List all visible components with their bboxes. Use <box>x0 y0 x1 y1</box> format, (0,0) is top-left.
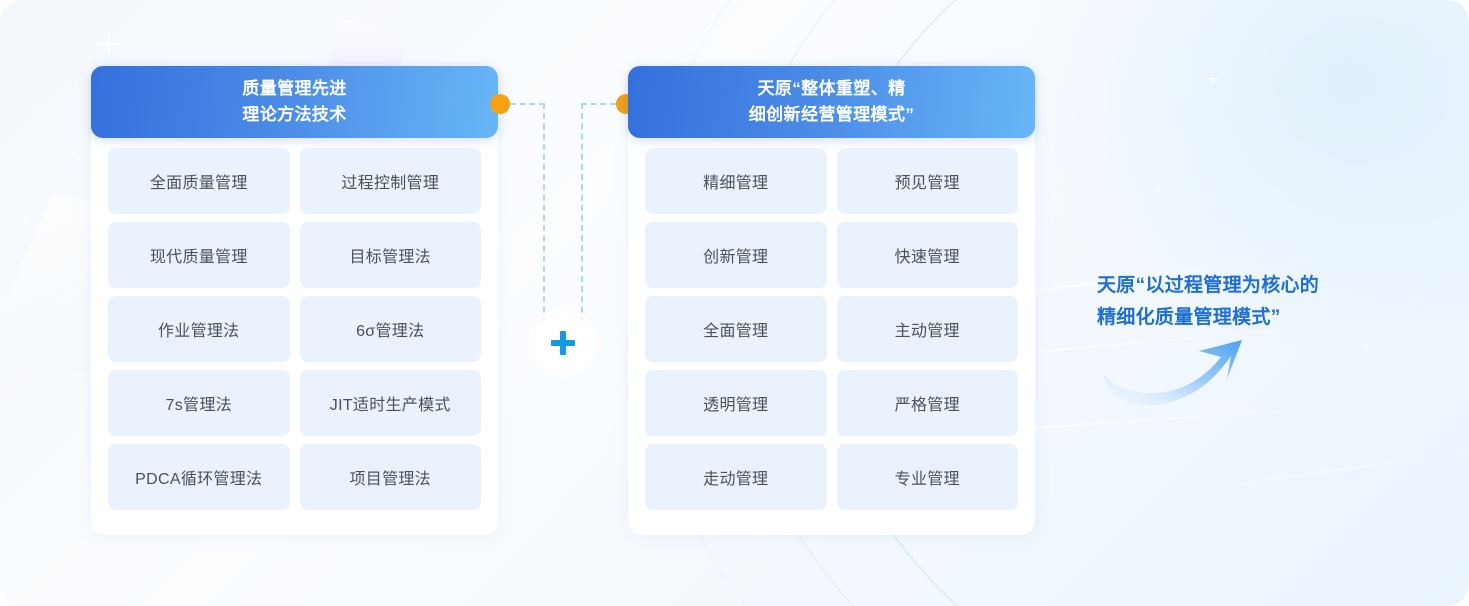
right-cell[interactable]: 快速管理 <box>836 222 1018 288</box>
left-panel: 质量管理先进 理论方法技术 全面质量管理 过程控制管理 现代质量管理 目标管理法… <box>91 66 498 535</box>
result-arrow <box>1100 332 1270 412</box>
right-cell[interactable]: 专业管理 <box>836 444 1018 510</box>
left-cell[interactable]: 6σ管理法 <box>299 296 481 362</box>
right-panel-grid: 精细管理 预见管理 创新管理 快速管理 全面管理 主动管理 透明管理 严格管理 … <box>645 148 1018 510</box>
right-cell[interactable]: 全面管理 <box>645 296 827 362</box>
left-cell[interactable]: 全面质量管理 <box>108 148 290 214</box>
connector-dash-vertical-right <box>581 103 583 343</box>
left-cell[interactable]: 过程控制管理 <box>299 148 481 214</box>
right-cell[interactable]: 走动管理 <box>645 444 827 510</box>
left-panel-header-title: 质量管理先进 理论方法技术 <box>242 79 347 124</box>
connector-dot-left <box>490 94 510 114</box>
right-cell[interactable]: 精细管理 <box>645 148 827 214</box>
curved-arrow-up-right-icon <box>1104 340 1242 406</box>
right-cell[interactable]: 预见管理 <box>836 148 1018 214</box>
left-panel-grid: 全面质量管理 过程控制管理 现代质量管理 目标管理法 作业管理法 6σ管理法 7… <box>108 148 481 510</box>
plus-icon <box>551 331 575 355</box>
background-streak <box>1181 449 1469 493</box>
connector-dash-right <box>581 103 616 105</box>
right-panel-header-title: 天原“整体重塑、精 细创新经营管理模式” <box>748 79 915 124</box>
sparkle-icon <box>20 213 32 225</box>
result-callout-text: 天原“以过程管理为核心的 精细化质量管理模式” <box>1097 275 1320 328</box>
left-cell[interactable]: 作业管理法 <box>108 296 290 362</box>
right-panel: 天原“整体重塑、精 细创新经营管理模式” 精细管理 预见管理 创新管理 快速管理… <box>628 66 1035 535</box>
right-panel-header: 天原“整体重塑、精 细创新经营管理模式” <box>628 66 1035 138</box>
sparkle-icon <box>1048 143 1055 150</box>
panel-connector <box>490 66 636 396</box>
connector-dash-left <box>510 103 545 105</box>
result-callout: 天原“以过程管理为核心的 精细化质量管理模式” <box>1097 270 1347 334</box>
left-cell[interactable]: 现代质量管理 <box>108 222 290 288</box>
sparkle-icon <box>98 33 120 55</box>
right-cell[interactable]: 创新管理 <box>645 222 827 288</box>
right-cell[interactable]: 主动管理 <box>836 296 1018 362</box>
plus-badge <box>534 314 592 372</box>
left-cell[interactable]: PDCA循环管理法 <box>108 444 290 510</box>
left-panel-header: 质量管理先进 理论方法技术 <box>91 66 498 138</box>
right-cell[interactable]: 严格管理 <box>836 370 1018 436</box>
left-cell[interactable]: 目标管理法 <box>299 222 481 288</box>
left-cell[interactable]: 7s管理法 <box>108 370 290 436</box>
left-cell[interactable]: JIT适时生产模式 <box>299 370 481 436</box>
right-cell[interactable]: 透明管理 <box>645 370 827 436</box>
sparkle-icon <box>1154 185 1163 194</box>
connector-dash-vertical-left <box>543 103 545 343</box>
left-cell[interactable]: 项目管理法 <box>299 444 481 510</box>
sparkle-icon <box>1362 341 1370 349</box>
sparkle-icon <box>1208 74 1218 84</box>
